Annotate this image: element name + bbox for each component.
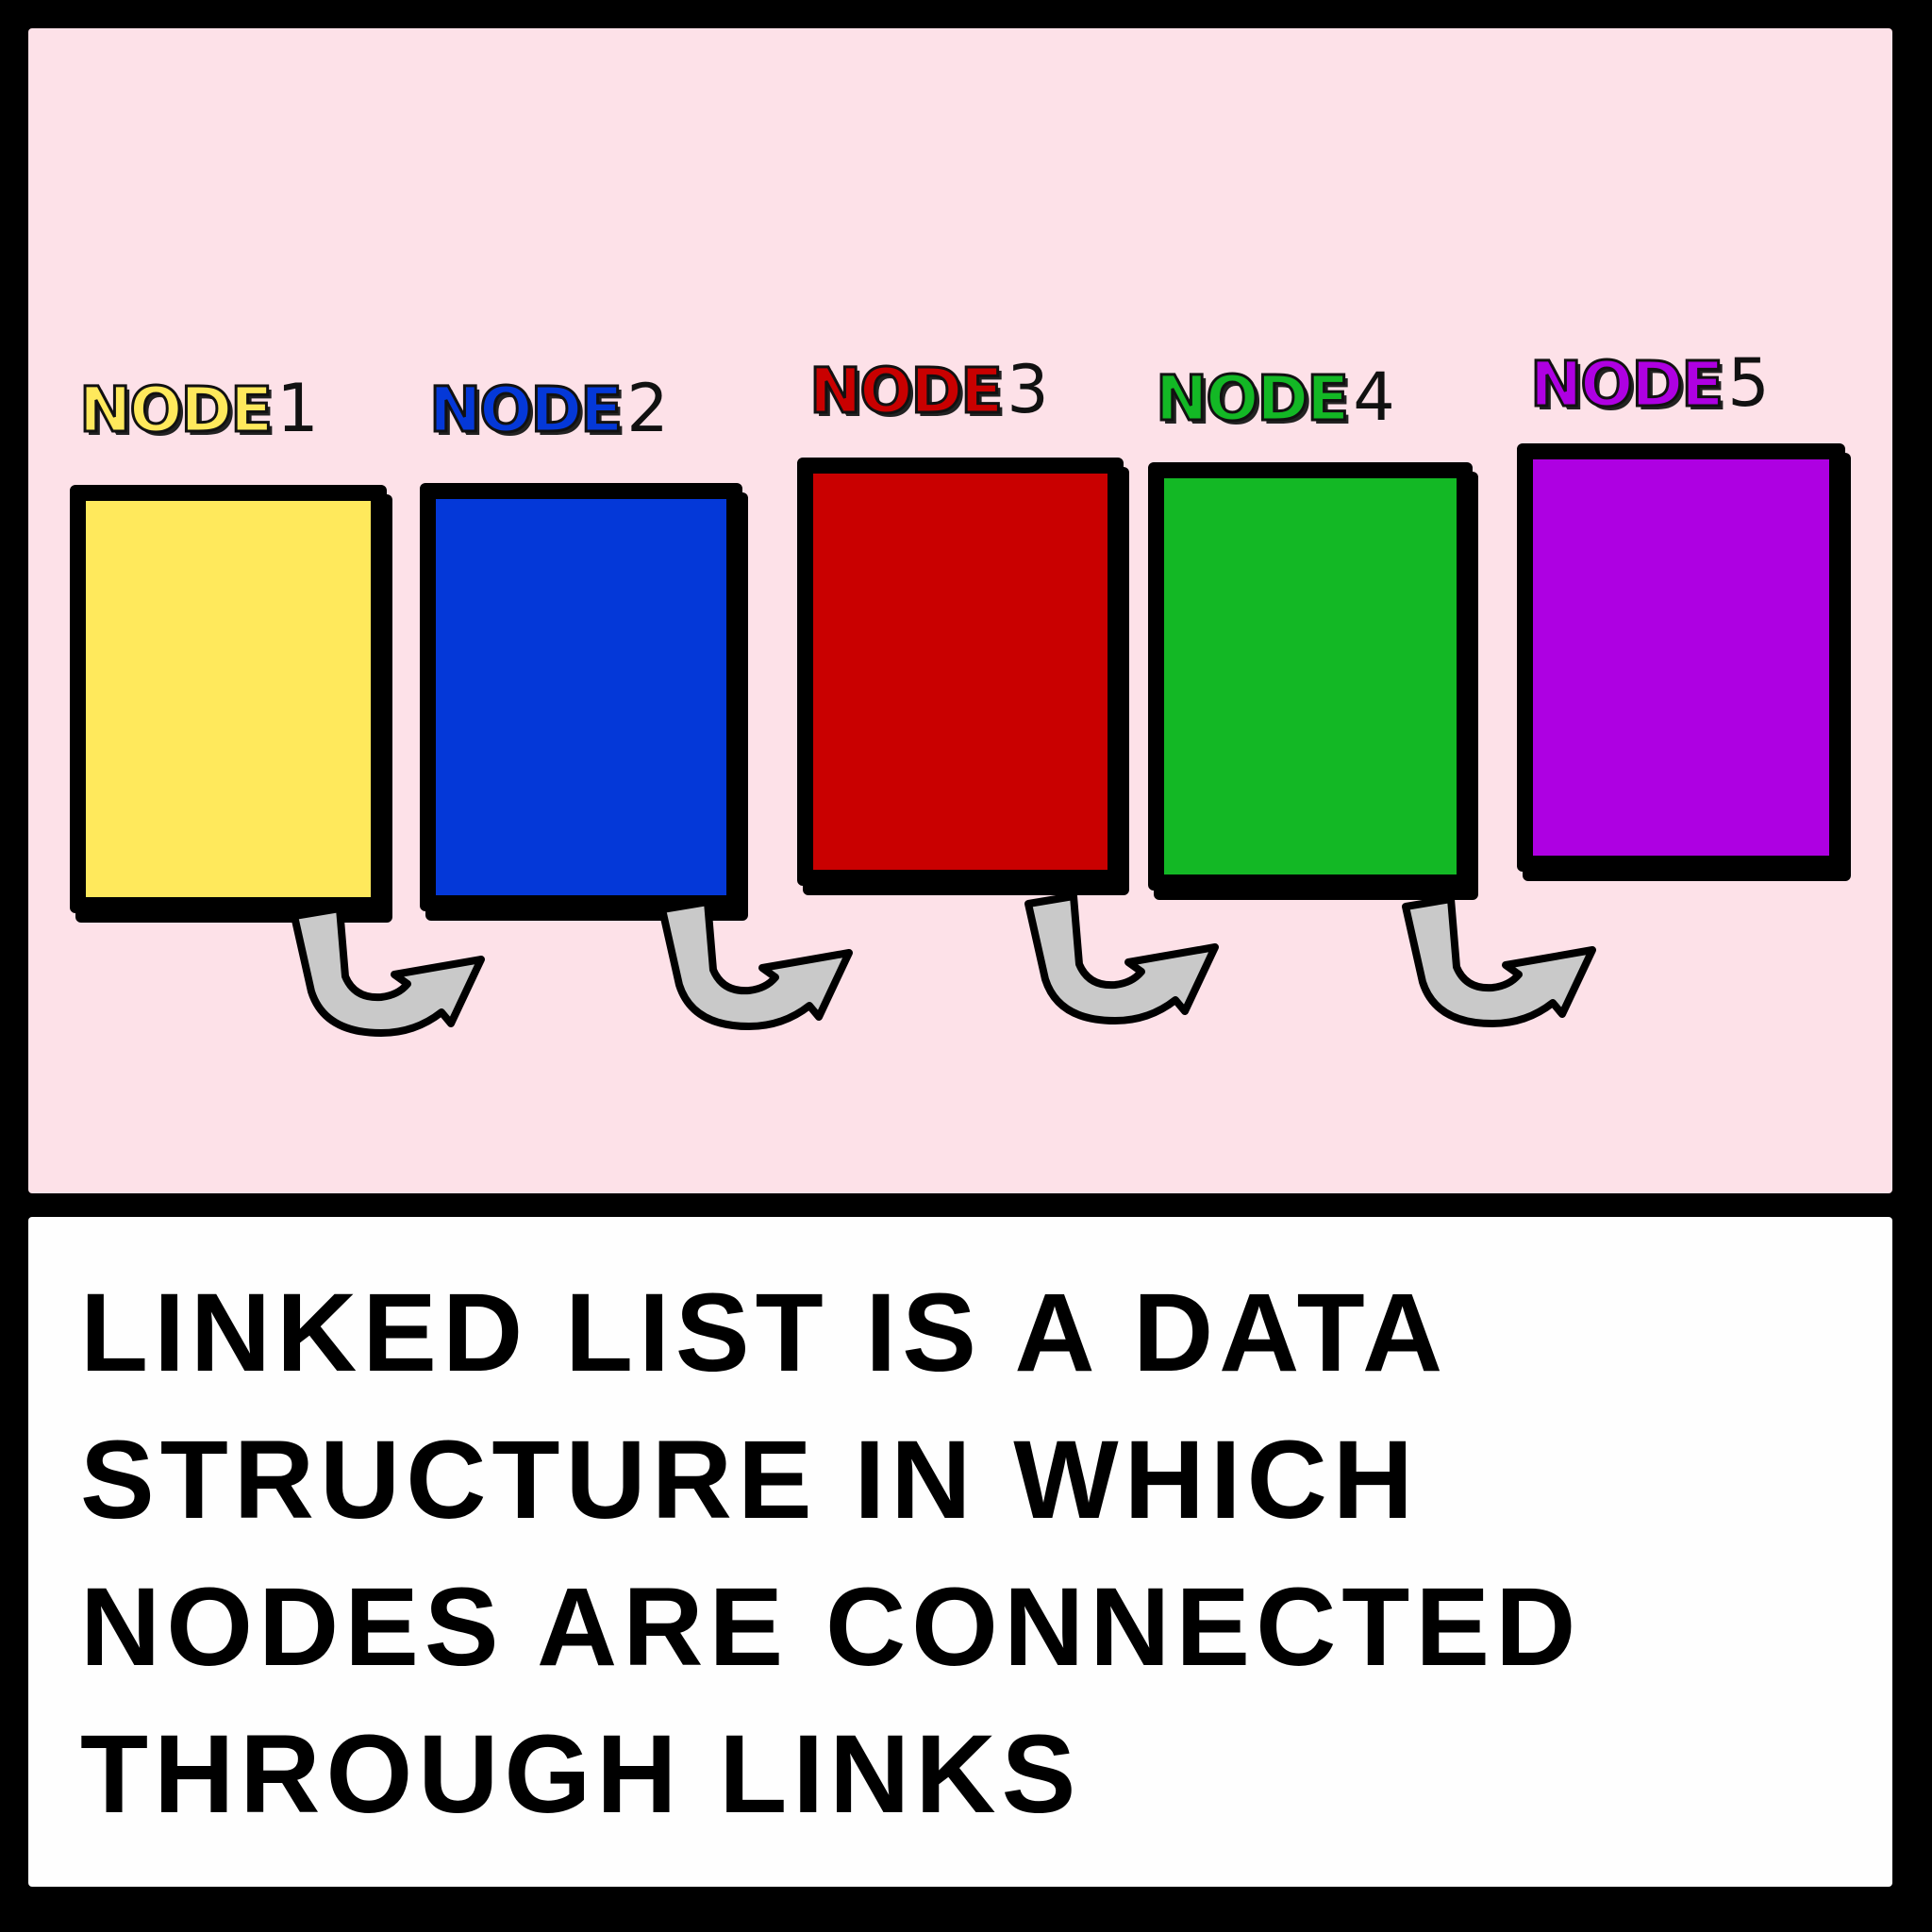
- node-box-4: [1148, 462, 1473, 891]
- link-arrow-4-icon: [1402, 895, 1596, 1027]
- node-label-5: NODE5: [1528, 344, 1770, 423]
- node-box-2: [420, 483, 742, 911]
- node-label-2-number: 2: [626, 370, 669, 447]
- node-label-1-word: NODE: [77, 373, 274, 448]
- caption-text: LINKED LIST IS A DATA STRUCTURE IN WHICH…: [80, 1271, 1582, 1837]
- node-label-1: NODE1: [77, 370, 319, 448]
- node-label-4-number: 4: [1353, 358, 1395, 436]
- link-arrow-1-icon: [291, 905, 485, 1037]
- node-label-4: NODE4: [1154, 358, 1395, 437]
- node-label-1-number: 1: [276, 370, 319, 447]
- node-label-5-number: 5: [1727, 344, 1770, 422]
- node-label-2: NODE2: [427, 370, 669, 448]
- node-label-2-word: NODE: [427, 373, 624, 448]
- node-label-3-word: NODE: [808, 354, 1004, 429]
- node-label-4-word: NODE: [1154, 361, 1350, 437]
- node-box-1: [70, 485, 387, 913]
- node-box-5: [1517, 443, 1845, 872]
- node-label-3: NODE3: [808, 351, 1049, 429]
- caption-panel: [28, 1217, 1892, 1887]
- link-arrow-3-icon: [1024, 892, 1219, 1024]
- node-box-3: [797, 458, 1124, 886]
- node-label-3-number: 3: [1007, 351, 1049, 428]
- node-label-5-word: NODE: [1528, 347, 1724, 423]
- link-arrow-2-icon: [658, 898, 853, 1030]
